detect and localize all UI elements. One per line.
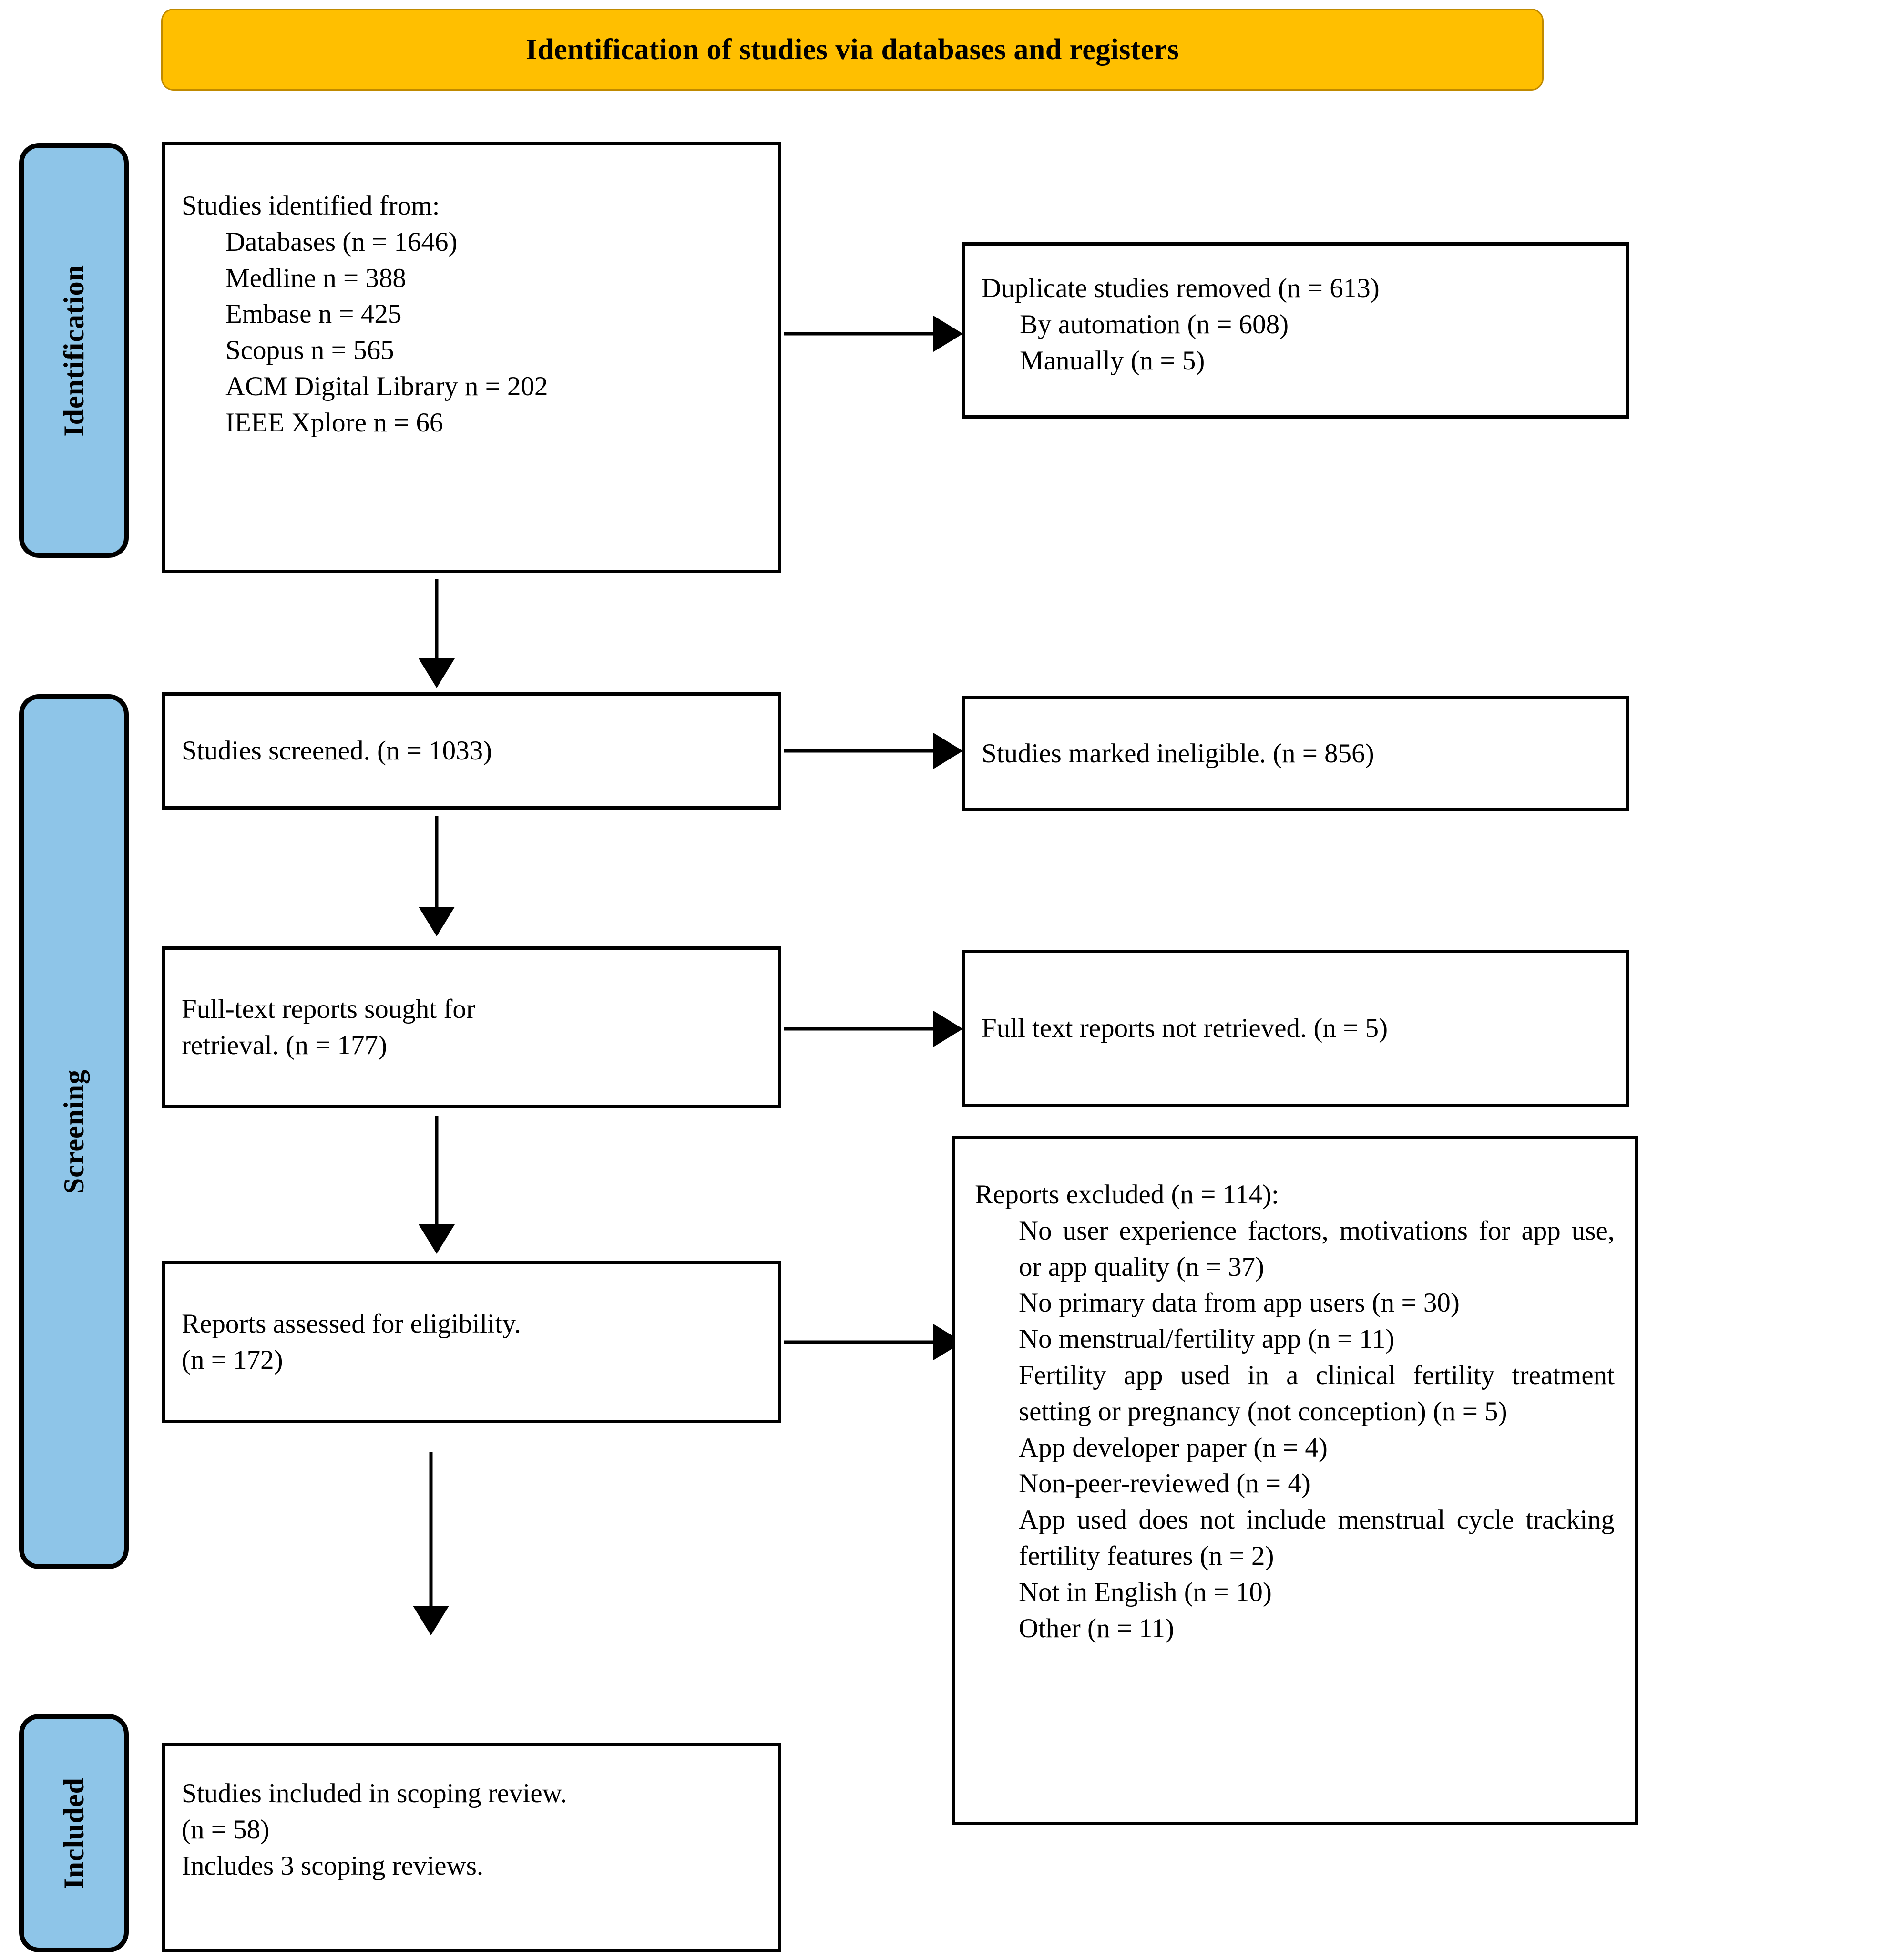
- box-studies-identified: Studies identified from: Databases (n = …: [162, 142, 781, 573]
- duplicates-removed-heading: Duplicate studies removed (n = 613): [982, 273, 1380, 303]
- arrow-identified-to-screened: [419, 579, 455, 688]
- reports-excluded-item-not-in-english: Not in English (n = 10): [1019, 1577, 1272, 1607]
- arrow-identified-to-duplicates: [784, 315, 963, 353]
- duplicates-removed-item-manual: Manually (n = 5): [1020, 345, 1205, 376]
- studies-screened-text: Studies screened. (n = 1033): [182, 736, 492, 766]
- arrow-screened-to-ineligible: [784, 732, 963, 770]
- studies-identified-item-medline: Medline n = 388: [225, 263, 406, 293]
- reports-excluded-item-no-primary-data: No primary data from app users (n = 30): [1019, 1288, 1460, 1318]
- studies-included-line3: Includes 3 scoping reviews.: [182, 1850, 484, 1881]
- box-studies-ineligible: Studies marked ineligible. (n = 856): [962, 696, 1629, 811]
- box-fulltext-sought: Full-text reports sought for retrieval. …: [162, 946, 781, 1108]
- arrow-fulltext-to-not-retrieved: [784, 1010, 963, 1048]
- duplicates-removed-item-automation: By automation (n = 608): [1020, 309, 1289, 339]
- fulltext-not-retrieved-text: Full text reports not retrieved. (n = 5): [982, 1013, 1388, 1044]
- reports-excluded-item-developer-paper: App developer paper (n = 4): [1019, 1432, 1328, 1463]
- arrow-fulltext-to-assessed: [419, 1116, 455, 1254]
- reports-assessed-line2: (n = 172): [182, 1345, 283, 1375]
- arrow-assessed-to-included: [413, 1452, 449, 1635]
- studies-identified-item-scopus: Scopus n = 565: [225, 335, 394, 366]
- arrow-assessed-to-excluded: [784, 1323, 963, 1361]
- box-duplicates-removed: Duplicate studies removed (n = 613) By a…: [962, 242, 1629, 419]
- studies-identified-item-acm: ACM Digital Library n = 202: [225, 371, 548, 401]
- stage-pill-included: Included: [19, 1714, 129, 1952]
- reports-assessed-line1: Reports assessed for eligibility.: [182, 1309, 521, 1339]
- reports-excluded-item-clinical-setting: Fertility app used in a clinical fertili…: [1019, 1360, 1615, 1426]
- stage-label-included: Included: [58, 1777, 90, 1889]
- box-studies-included: Studies included in scoping review. (n =…: [162, 1743, 781, 1952]
- stage-pill-identification: Identification: [19, 143, 129, 558]
- reports-excluded-item-no-ux: No user experience factors, motivations …: [1019, 1215, 1615, 1282]
- reports-excluded-item-no-tracking-features: App used does not include menstrual cycl…: [1019, 1505, 1615, 1571]
- diagram-header-title: Identification of studies via databases …: [525, 33, 1179, 66]
- fulltext-sought-line2: retrieval. (n = 177): [182, 1030, 387, 1060]
- studies-identified-item-embase: Embase n = 425: [225, 299, 402, 329]
- box-reports-assessed: Reports assessed for eligibility. (n = 1…: [162, 1261, 781, 1423]
- studies-identified-heading: Studies identified from:: [182, 191, 440, 221]
- stage-pill-screening: Screening: [19, 694, 129, 1569]
- fulltext-sought-line1: Full-text reports sought for: [182, 994, 475, 1025]
- reports-excluded-item-non-peer-reviewed: Non-peer-reviewed (n = 4): [1019, 1468, 1310, 1499]
- arrow-screened-to-fulltext: [419, 816, 455, 936]
- stage-label-identification: Identification: [58, 264, 90, 437]
- box-reports-excluded: Reports excluded (n = 114): No user expe…: [952, 1136, 1638, 1825]
- reports-excluded-heading: Reports excluded (n = 114):: [975, 1180, 1279, 1210]
- studies-identified-item-ieee: IEEE Xplore n = 66: [225, 407, 443, 438]
- box-studies-screened: Studies screened. (n = 1033): [162, 692, 781, 810]
- reports-excluded-item-no-menstrual-app: No menstrual/fertility app (n = 11): [1019, 1324, 1395, 1355]
- diagram-header-banner: Identification of studies via databases …: [161, 9, 1544, 91]
- studies-included-line2: (n = 58): [182, 1814, 270, 1845]
- studies-identified-item-databases: Databases (n = 1646): [225, 226, 458, 257]
- stage-label-screening: Screening: [58, 1069, 90, 1194]
- studies-included-line1: Studies included in scoping review.: [182, 1778, 567, 1808]
- box-fulltext-not-retrieved: Full text reports not retrieved. (n = 5): [962, 950, 1629, 1107]
- studies-ineligible-text: Studies marked ineligible. (n = 856): [982, 739, 1374, 769]
- reports-excluded-item-other: Other (n = 11): [1019, 1613, 1175, 1643]
